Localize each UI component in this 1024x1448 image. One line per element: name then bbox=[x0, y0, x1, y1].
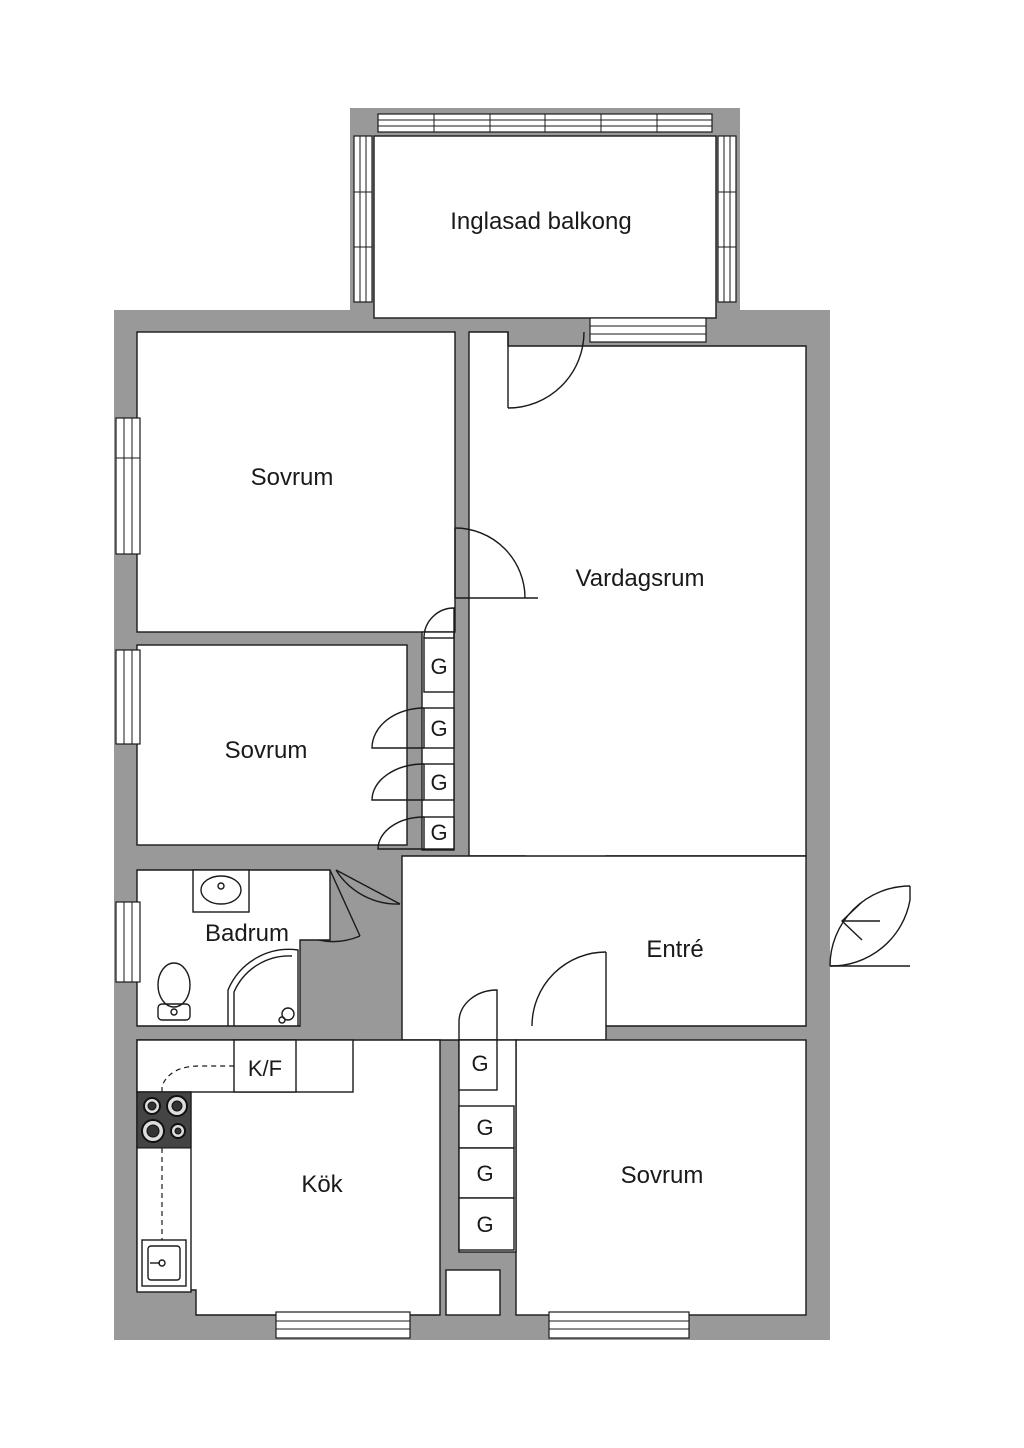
bedroom-2-area bbox=[136, 644, 408, 846]
windows bbox=[115, 113, 737, 1339]
wardrobe-label: G bbox=[476, 1161, 493, 1186]
washbasin-icon bbox=[192, 869, 250, 913]
bedroom-1-window bbox=[115, 417, 141, 555]
kitchen-fixtures bbox=[136, 1039, 354, 1293]
bedroom-2-label: Sovrum bbox=[225, 737, 308, 764]
kitchen-window bbox=[275, 1311, 411, 1339]
hallway-area bbox=[401, 855, 807, 1041]
toilet-icon bbox=[157, 962, 191, 1021]
bedroom-3-label: Sovrum bbox=[621, 1162, 704, 1189]
wardrobe-label: G bbox=[476, 1212, 493, 1237]
labels: Inglasad balkong Sovrum Vardagsrum Sovru… bbox=[205, 208, 705, 1237]
balcony-area bbox=[373, 135, 717, 319]
bedroom-1-area bbox=[136, 331, 456, 633]
entrance-arrow-icon bbox=[840, 901, 880, 941]
fridge-freezer-label: K/F bbox=[248, 1056, 282, 1081]
wardrobes bbox=[371, 607, 515, 1251]
stove-icon bbox=[136, 1091, 192, 1149]
balcony-window-right bbox=[717, 135, 737, 303]
entrance-label: Entré bbox=[646, 936, 703, 963]
wardrobe-label: G bbox=[476, 1115, 493, 1140]
kitchen-sink-icon bbox=[141, 1239, 187, 1287]
bathroom-label: Badrum bbox=[205, 920, 289, 947]
fridge-freezer bbox=[233, 1039, 297, 1093]
bedroom-2-window bbox=[115, 649, 141, 745]
balcony-window-left bbox=[353, 135, 373, 303]
wardrobe-label: G bbox=[430, 654, 447, 679]
bedroom-1-label: Sovrum bbox=[251, 464, 334, 491]
kitchen-label: Kök bbox=[301, 1171, 343, 1198]
living-room-label: Vardagsrum bbox=[576, 565, 705, 592]
living-room-area bbox=[468, 331, 807, 871]
wardrobe-label: G bbox=[430, 820, 447, 845]
wardrobe-label: G bbox=[430, 716, 447, 741]
wardrobe-label: G bbox=[471, 1051, 488, 1076]
wardrobe-label: G bbox=[430, 770, 447, 795]
bathroom-window bbox=[115, 901, 141, 983]
doors bbox=[317, 331, 911, 1027]
shower-icon bbox=[227, 948, 299, 1026]
bedroom-3-window bbox=[548, 1311, 690, 1339]
storage-niche bbox=[445, 1269, 501, 1316]
bedroom-3-area bbox=[515, 1039, 807, 1316]
bathroom-fixtures bbox=[157, 869, 299, 1026]
balcony-label: Inglasad balkong bbox=[450, 208, 631, 235]
rooms bbox=[136, 135, 807, 1316]
living-room-window bbox=[589, 317, 707, 343]
